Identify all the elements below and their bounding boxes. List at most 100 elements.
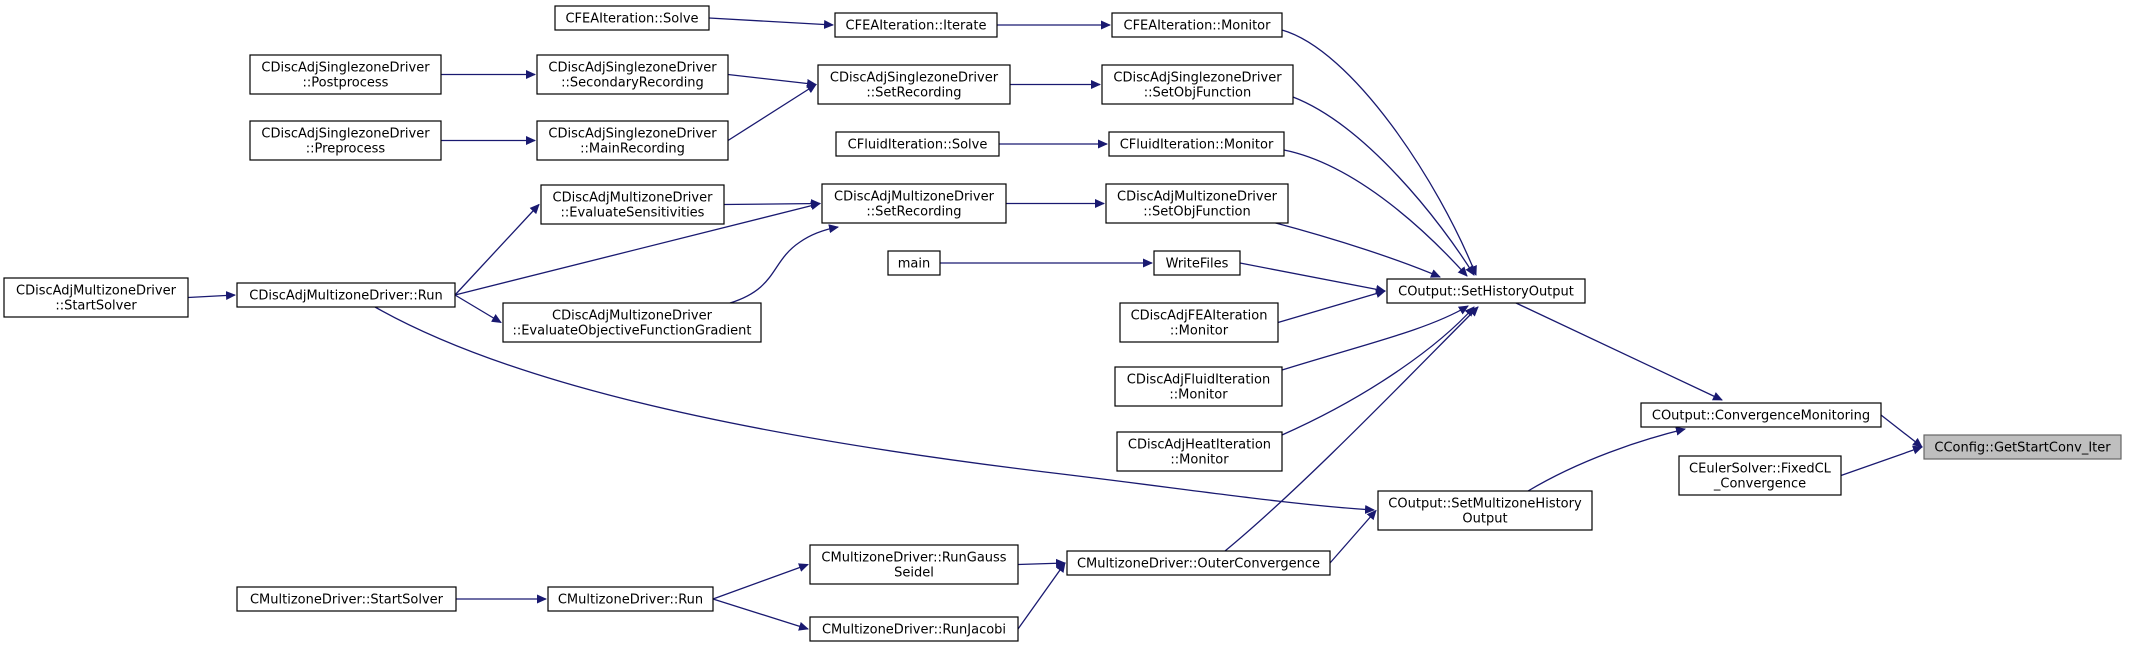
node-label: ::SetObjFunction — [1144, 86, 1252, 101]
edge-setmzhist-to-convmon — [1527, 426, 1686, 492]
node-sz-mainrec[interactable]: CDiscAdjSinglezoneDriver::MainRecording — [536, 120, 729, 161]
node-box — [809, 544, 1019, 585]
node-fea-monitor[interactable]: CFEAIteration::Monitor — [1111, 12, 1283, 38]
node-sz-secrec[interactable]: CDiscAdjSinglezoneDriver::SecondaryRecor… — [536, 54, 729, 95]
node-runjacobi[interactable]: CMultizoneDriver::RunJacobi — [809, 616, 1019, 642]
node-fluid-monitor[interactable]: CFluidIteration::Monitor — [1108, 131, 1285, 157]
node-box — [1114, 366, 1283, 407]
node-label: CFluidIteration::Monitor — [1120, 138, 1274, 153]
node-label: CDiscAdjMultizoneDriver — [552, 309, 713, 324]
node-sz-preproc[interactable]: CDiscAdjSinglezoneDriver::Preprocess — [249, 120, 442, 161]
node-label: ::SetRecording — [866, 205, 961, 220]
node-adjheat-monitor[interactable]: CDiscAdjHeatIteration::Monitor — [1116, 431, 1283, 472]
node-box — [1640, 402, 1882, 428]
node-label: CFEAIteration::Iterate — [846, 19, 987, 34]
node-label: CMultizoneDriver::StartSolver — [250, 593, 444, 608]
node-label: ::SetRecording — [866, 86, 961, 101]
node-box — [236, 282, 456, 308]
node-box — [536, 54, 729, 95]
node-label: CDiscAdjFluidIteration — [1127, 373, 1270, 388]
edge-mz-run-to-mz-evalobjgrad — [454, 294, 502, 324]
node-box — [554, 5, 710, 31]
node-box — [817, 64, 1011, 105]
edge-mzd-run-to-rungauss — [712, 563, 809, 600]
node-label: _Convergence — [1713, 477, 1806, 492]
node-sz-postproc[interactable]: CDiscAdjSinglezoneDriver::Postprocess — [249, 54, 442, 95]
node-mz-setrec[interactable]: CDiscAdjMultizoneDriver::SetRecording — [821, 183, 1007, 224]
node-mzd-startsolver[interactable]: CMultizoneDriver::StartSolver — [236, 586, 457, 612]
edge-mz-run-to-setmzhist — [374, 306, 1375, 514]
node-label: CMultizoneDriver::RunGauss — [821, 551, 1006, 566]
node-box — [834, 12, 998, 38]
node-adjfluid-monitor[interactable]: CDiscAdjFluidIteration::Monitor — [1114, 366, 1283, 407]
node-label: CFEAIteration::Solve — [565, 12, 698, 27]
node-box — [1678, 455, 1842, 496]
node-label: CDiscAdjMultizoneDriver — [1117, 190, 1278, 205]
node-mz-evalsens[interactable]: CDiscAdjMultizoneDriver::EvaluateSensiti… — [540, 184, 725, 225]
node-box — [236, 586, 457, 612]
node-label: CDiscAdjMultizoneDriver — [16, 284, 177, 299]
node-box — [540, 184, 725, 225]
node-box — [3, 277, 189, 318]
node-label: ::SecondaryRecording — [561, 76, 704, 91]
edge-fluid-monitor-to-sethist — [1283, 149, 1468, 277]
edge-fea-solve-to-fea-iterate — [708, 17, 834, 29]
edge-writefiles-to-sethist — [1239, 262, 1386, 294]
node-label: CMultizoneDriver::Run — [558, 593, 703, 608]
node-box — [1153, 250, 1241, 276]
node-label: ::EvaluateSensitivities — [561, 206, 705, 221]
node-label: ::Preprocess — [306, 142, 386, 157]
edge-outerconv-to-sethist — [1224, 306, 1479, 552]
node-label: Output — [1462, 512, 1507, 527]
node-fluid-solve[interactable]: CFluidIteration::Solve — [835, 131, 1000, 157]
edge-sethist-to-convmon — [1515, 302, 1723, 401]
node-label: COutput::SetMultizoneHistory — [1388, 497, 1582, 512]
node-main[interactable]: main — [887, 250, 941, 276]
node-mz-setobj[interactable]: CDiscAdjMultizoneDriver::SetObjFunction — [1105, 183, 1289, 224]
node-label: Seidel — [894, 566, 934, 581]
edge-adjfea-monitor-to-sethist — [1277, 289, 1386, 324]
node-box — [1105, 183, 1289, 224]
node-box — [1066, 550, 1331, 576]
node-mz-startsolver[interactable]: CDiscAdjMultizoneDriver::StartSolver — [3, 277, 189, 318]
edge-sz-secrec-to-sz-setrec — [727, 73, 817, 88]
edge-mz-evalobjgrad-to-mz-setrec — [729, 224, 839, 304]
node-mz-evalobjgrad[interactable]: CDiscAdjMultizoneDriver::EvaluateObjecti… — [502, 302, 762, 343]
node-box — [809, 616, 1019, 642]
node-box — [1119, 302, 1279, 343]
edge-sz-setobj-to-sethist — [1292, 96, 1475, 276]
node-convmon[interactable]: COutput::ConvergenceMonitoring — [1640, 402, 1882, 428]
node-label: ::Monitor — [1169, 388, 1228, 403]
node-box — [821, 183, 1007, 224]
node-getstartconv: CConfig::GetStartConv_Iter — [1923, 434, 2122, 460]
node-box — [249, 54, 442, 95]
node-label: ::Monitor — [1170, 324, 1229, 339]
edge-adjfluid-monitor-to-sethist — [1281, 305, 1469, 371]
node-fea-iterate[interactable]: CFEAIteration::Iterate — [834, 12, 998, 38]
node-sz-setrec[interactable]: CDiscAdjSinglezoneDriver::SetRecording — [817, 64, 1011, 105]
node-fea-solve[interactable]: CFEAIteration::Solve — [554, 5, 710, 31]
node-box — [502, 302, 762, 343]
node-fixedcl[interactable]: CEulerSolver::FixedCL_Convergence — [1678, 455, 1842, 496]
node-writefiles[interactable]: WriteFiles — [1153, 250, 1241, 276]
node-sethist[interactable]: COutput::SetHistoryOutput — [1386, 278, 1586, 304]
node-sz-setobj[interactable]: CDiscAdjSinglezoneDriver::SetObjFunction — [1101, 64, 1294, 105]
edge-mz-startsolver-to-mz-run — [187, 290, 236, 300]
edge-adjheat-monitor-to-sethist — [1281, 306, 1475, 436]
node-label: CFluidIteration::Solve — [848, 138, 988, 153]
edge-fixedcl-to-getstartconv — [1840, 445, 1923, 477]
edge-mz-setobj-to-sethist — [1271, 221, 1441, 278]
node-label: CDiscAdjSinglezoneDriver — [261, 61, 430, 76]
node-mzd-run[interactable]: CMultizoneDriver::Run — [547, 586, 714, 612]
node-mz-run[interactable]: CDiscAdjMultizoneDriver::Run — [236, 282, 456, 308]
node-box — [1101, 64, 1294, 105]
node-adjfea-monitor[interactable]: CDiscAdjFEAIteration::Monitor — [1119, 302, 1279, 343]
edge-mz-evalsens-to-mz-setrec — [723, 199, 821, 209]
edge-runjacobi-to-outerconv — [1017, 562, 1066, 630]
node-label: CDiscAdjSinglezoneDriver — [830, 71, 999, 86]
node-outerconv[interactable]: CMultizoneDriver::OuterConvergence — [1066, 550, 1331, 576]
node-box — [1111, 12, 1283, 38]
node-label: COutput::ConvergenceMonitoring — [1652, 409, 1870, 424]
